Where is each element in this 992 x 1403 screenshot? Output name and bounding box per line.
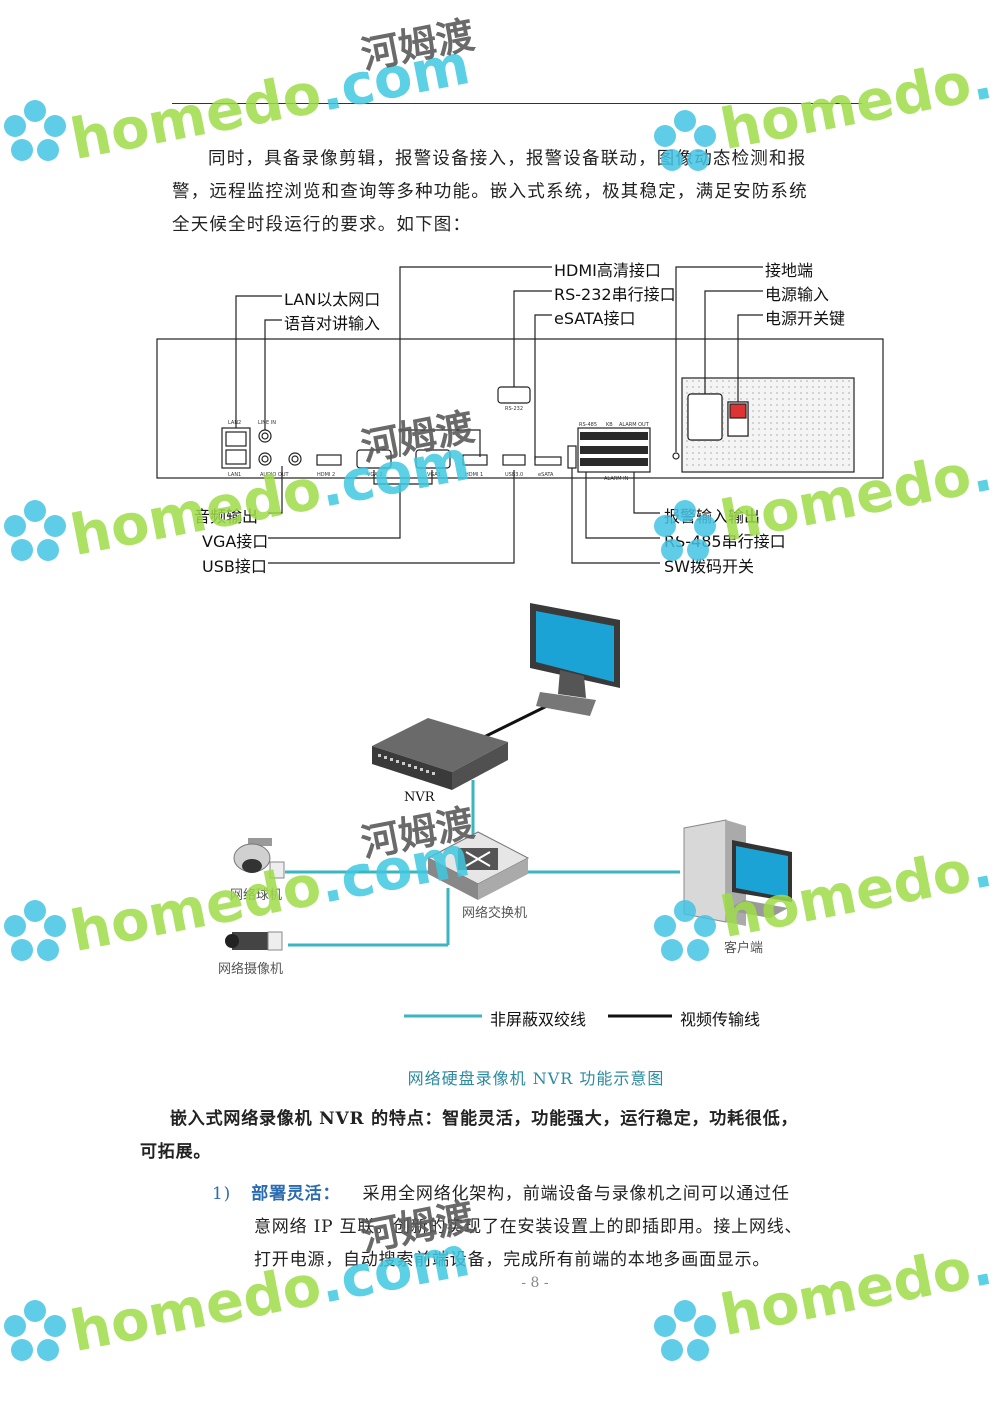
- switch-icon: [426, 831, 530, 900]
- label-ground: 接地端: [765, 261, 814, 280]
- intro-line-1: 同时，具备录像剪辑，报警设备接入，报警设备联动，图像动态检测和报: [208, 149, 807, 169]
- flower-logo-icon: [654, 1300, 716, 1361]
- tiny-lan1: LAN1: [228, 472, 241, 478]
- label-esata: eSATA接口: [554, 309, 636, 328]
- features-line-2: 可拓展。: [140, 1142, 212, 1162]
- item-line-2: 意网络 IP 互联。创新的实现了在安装设置上的即插即用。接上网线、: [254, 1217, 803, 1237]
- flower-logo-icon: [654, 900, 716, 961]
- tiny-rs485: RS-485: [579, 422, 597, 428]
- label-power-switch: 电源开关键: [765, 309, 846, 328]
- item-number: 1): [212, 1184, 232, 1204]
- item-line-3: 打开电源，自动搜索前端设备，完成所有前端的本地多画面显示。: [254, 1250, 771, 1270]
- label-dome: 网络球机: [230, 888, 283, 903]
- box-camera-icon: [225, 931, 283, 951]
- label-audio-out: 音频输出: [194, 507, 259, 526]
- monitor-icon: [530, 603, 620, 716]
- flower-logo-icon: [4, 500, 66, 561]
- client-computer-icon: [683, 819, 792, 926]
- page-number: - 8 -: [521, 1275, 549, 1291]
- intro-line-3: 全天候全时段运行的要求。如下图：: [172, 215, 472, 235]
- header-rule: [172, 103, 862, 104]
- label-audio-in: 语音对讲输入: [284, 314, 381, 333]
- item-first-line: 采用全网络化架构，前端设备与录像机之间可以通过任: [362, 1184, 790, 1204]
- flower-logo-icon: [654, 110, 716, 171]
- tiny-hdmi2: HDMI 2: [317, 472, 335, 478]
- label-hdmi: HDMI高清接口: [554, 261, 661, 280]
- tiny-rs232: RS-232: [505, 406, 523, 412]
- tiny-vga1: VGA1: [427, 472, 441, 478]
- label-camera: 网络摄像机: [218, 962, 284, 977]
- legend-video: 视频传输线: [680, 1010, 761, 1029]
- tiny-esata: eSATA: [538, 472, 554, 478]
- tiny-alarm-out: ALARM OUT: [619, 422, 650, 428]
- rear-panel-diagram: LAN2 LAN1 LINE IN AUDIO OUT HDMI 2 VGA 2…: [156, 266, 884, 564]
- flower-logo-icon: [4, 100, 66, 161]
- label-rs232: RS-232串行接口: [554, 285, 676, 304]
- list-item: 1) 部署灵活： 采用全网络化架构，前端设备与录像机之间可以通过任 意网络 IP…: [212, 1178, 862, 1270]
- tiny-hdmi1: HDMI 1: [465, 472, 483, 478]
- label-client: 客户端: [724, 941, 764, 956]
- features-line-1: 嵌入式网络录像机 NVR 的特点：智能灵活，功能强大，运行稳定，功耗很低，: [170, 1109, 799, 1129]
- label-sw: SW拨码开关: [664, 557, 754, 576]
- item-body: 意网络 IP 互联。创新的实现了在安装设置上的即插即用。接上网线、 打开电源，自…: [254, 1211, 862, 1277]
- features-paragraph: 嵌入式网络录像机 NVR 的特点：智能灵活，功能强大，运行稳定，功耗很低， 可拓…: [140, 1103, 860, 1169]
- figure-caption: 网络硬盘录像机 NVR 功能示意图: [407, 1069, 665, 1088]
- nvr-device-icon: [372, 718, 508, 790]
- tiny-line-in: LINE IN: [258, 420, 276, 426]
- label-usb: USB接口: [202, 557, 267, 576]
- label-power-in: 电源输入: [765, 285, 830, 304]
- tiny-kb: KB: [606, 422, 613, 428]
- tiny-audio-out: AUDIO OUT: [260, 472, 290, 478]
- flower-logo-icon: [4, 900, 66, 961]
- tiny-lan2: LAN2: [228, 420, 241, 426]
- intro-paragraph: 同时，具备录像剪辑，报警设备接入，报警设备联动，图像动态检测和报 警，远程监控浏…: [172, 143, 862, 242]
- label-switch: 网络交换机: [462, 906, 528, 921]
- flower-logo-icon: [4, 1300, 66, 1361]
- label-nvr: NVR: [404, 790, 435, 805]
- label-vga: VGA接口: [202, 532, 269, 551]
- dome-camera-icon: [233, 838, 285, 879]
- tiny-vga2: VGA 2: [367, 472, 383, 478]
- flower-logo-icon: [654, 500, 716, 561]
- network-diagram: [225, 603, 792, 1018]
- label-lan: LAN以太网口: [284, 290, 381, 309]
- legend-twisted: 非屏蔽双绞线: [490, 1010, 587, 1029]
- item-title: 部署灵活：: [251, 1184, 341, 1204]
- tiny-alarm-in: ALARM IN: [604, 476, 629, 482]
- intro-line-2: 警，远程监控浏览和查询等多种功能。嵌入式系统，极其稳定，满足安防系统: [172, 182, 808, 202]
